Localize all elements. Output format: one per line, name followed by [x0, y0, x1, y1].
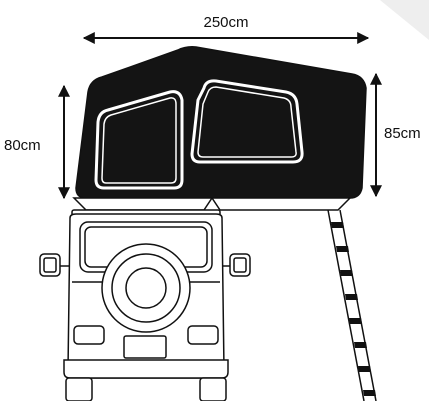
front-window — [94, 90, 184, 190]
corner-shade — [380, 0, 429, 40]
width-label: 250cm — [203, 14, 248, 31]
side-window-inner — [197, 86, 297, 158]
width-dimension: 250cm — [82, 14, 370, 44]
rear-bumper — [63, 359, 229, 379]
ladder-rungs — [331, 222, 376, 396]
ladder-rail-left — [327, 209, 365, 401]
tail-light-right — [187, 325, 219, 345]
tent-body — [75, 46, 367, 199]
rooftop-tent — [72, 46, 367, 211]
rear-height-label: 85cm — [384, 125, 421, 142]
front-height-dimension: 80cm — [4, 84, 70, 200]
mirror-right-glass — [233, 257, 247, 273]
wheel-left — [65, 377, 93, 401]
front-window-inner — [101, 97, 177, 184]
spare-wheel-hub — [125, 267, 167, 309]
rear-height-dimension: 85cm — [370, 72, 421, 198]
vehicle-rear-view — [39, 209, 251, 401]
mirror-left-glass — [43, 257, 57, 273]
front-height-label: 80cm — [4, 137, 41, 154]
license-plate — [123, 335, 167, 359]
wheel-right — [199, 377, 227, 401]
tent-ladder — [327, 209, 377, 401]
tent-base — [72, 196, 352, 211]
tail-light-left — [73, 325, 105, 345]
side-window — [190, 79, 304, 164]
